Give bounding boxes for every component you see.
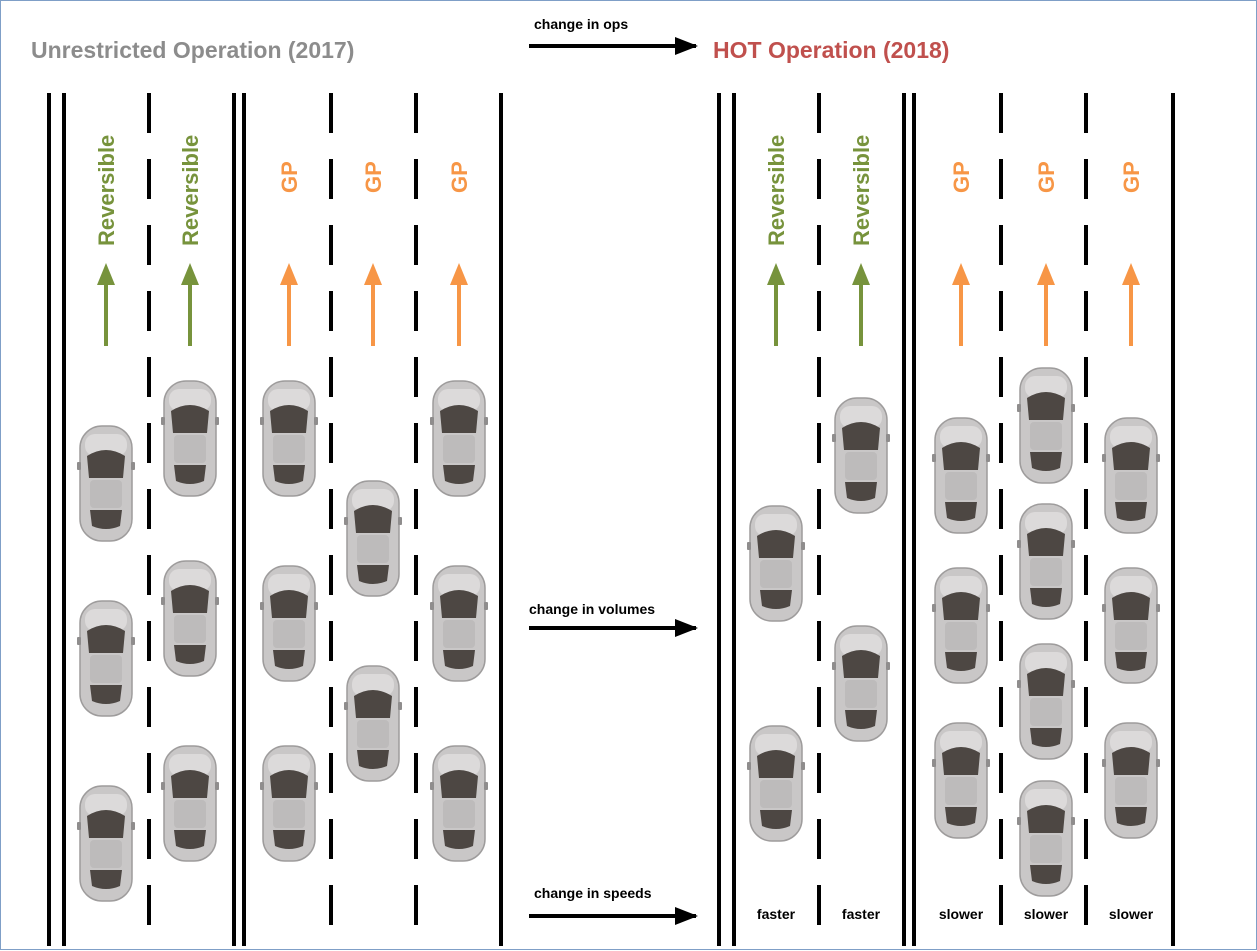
car-icon xyxy=(77,785,135,902)
arrow-up-icon xyxy=(97,263,115,346)
car-icon xyxy=(832,625,890,742)
arrow-right-icon-head xyxy=(675,619,698,637)
car-icon xyxy=(1017,367,1075,484)
change-in-ops-arrow: change in ops xyxy=(529,16,698,55)
lane-label-reversible: Reversible xyxy=(764,135,789,246)
car-icon xyxy=(932,722,990,839)
arrow-up-icon xyxy=(450,263,468,346)
lane-label-gp: GP xyxy=(949,161,974,193)
car-icon xyxy=(260,745,318,862)
arrow-right-icon-head xyxy=(675,907,698,925)
car-icon xyxy=(1017,780,1075,897)
lane-label-gp: GP xyxy=(1034,161,1059,193)
car-icon xyxy=(747,505,805,622)
arrow-up-icon xyxy=(952,263,970,346)
car-icon xyxy=(1102,722,1160,839)
change-in-speeds-label: change in speeds xyxy=(534,885,652,901)
car-icon xyxy=(832,397,890,514)
car-icon xyxy=(430,745,488,862)
arrow-up-icon xyxy=(280,263,298,346)
car-icon xyxy=(430,380,488,497)
arrow-up-icon xyxy=(1122,263,1140,346)
car-icon xyxy=(344,480,402,597)
arrow-right-icon-head xyxy=(675,37,698,55)
after-title: HOT Operation (2018) xyxy=(713,37,949,63)
car-icon xyxy=(747,725,805,842)
arrow-up-icon xyxy=(1037,263,1055,346)
change-in-volumes-arrow: change in volumes xyxy=(529,601,698,637)
car-icon xyxy=(1102,567,1160,684)
car-icon xyxy=(1102,417,1160,534)
cars xyxy=(77,367,1160,902)
arrow-up-icon xyxy=(852,263,870,346)
car-icon xyxy=(260,565,318,682)
arrow-up-icon xyxy=(364,263,382,346)
car-icon xyxy=(77,600,135,717)
car-icon xyxy=(161,560,219,677)
lane-label-reversible: Reversible xyxy=(94,135,119,246)
lane-label-gp: GP xyxy=(277,161,302,193)
speed-label-faster: faster xyxy=(757,906,796,922)
car-icon xyxy=(932,417,990,534)
lane-label-gp: GP xyxy=(1119,161,1144,193)
car-icon xyxy=(161,380,219,497)
lane-label-reversible: Reversible xyxy=(178,135,203,246)
car-icon xyxy=(1017,643,1075,760)
car-icon xyxy=(932,567,990,684)
lane-label-gp: GP xyxy=(447,161,472,193)
road-lines xyxy=(47,93,1175,946)
speed-label-faster: faster xyxy=(842,906,881,922)
car-icon xyxy=(344,665,402,782)
car-icon xyxy=(1017,503,1075,620)
before-title: Unrestricted Operation (2017) xyxy=(31,37,354,63)
speed-labels: faster faster slower slower slower xyxy=(757,906,1154,922)
car-icon xyxy=(161,745,219,862)
lane-label-reversible: Reversible xyxy=(849,135,874,246)
arrow-up-icon xyxy=(767,263,785,346)
car-icon xyxy=(260,380,318,497)
change-in-speeds-arrow: change in speeds xyxy=(529,885,698,925)
speed-label-slower: slower xyxy=(1109,906,1154,922)
car-icon xyxy=(430,565,488,682)
lane-labels: Reversible Reversible GP GP GP Reversible Reve… xyxy=(94,135,1144,346)
speed-label-slower: slower xyxy=(939,906,984,922)
arrow-up-icon xyxy=(181,263,199,346)
car-icon xyxy=(77,425,135,542)
change-in-ops-label: change in ops xyxy=(534,16,628,32)
lane-label-gp: GP xyxy=(361,161,386,193)
speed-label-slower: slower xyxy=(1024,906,1069,922)
change-in-volumes-label: change in volumes xyxy=(529,601,655,617)
